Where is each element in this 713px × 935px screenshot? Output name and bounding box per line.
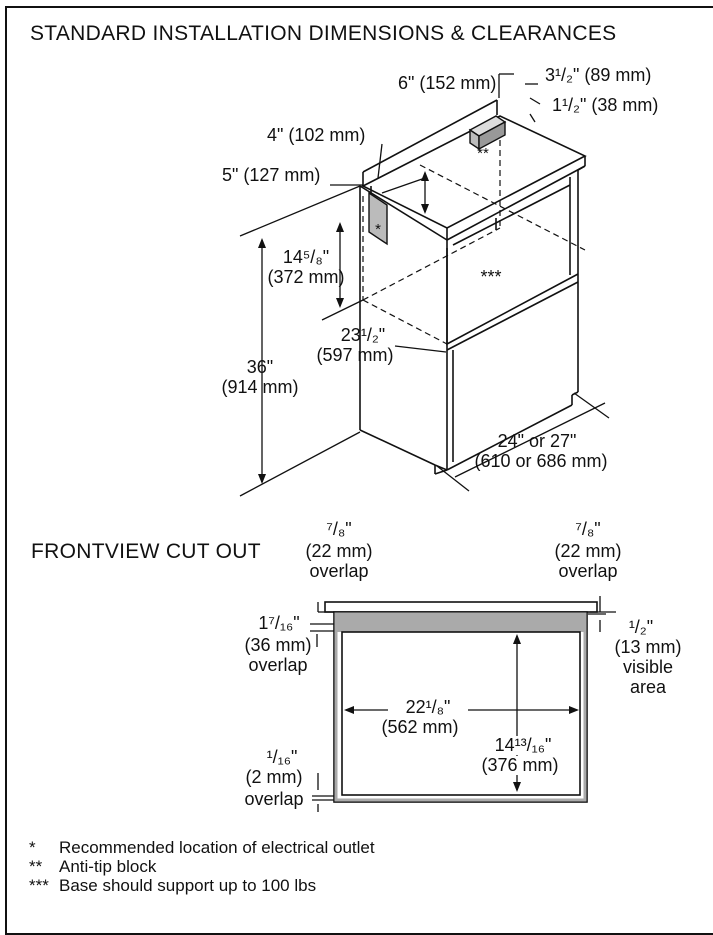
electrical-outlet-box: [368, 191, 388, 246]
dim-4-label: 4" (102 mm): [267, 125, 366, 145]
footnote-outlet: *Recommended location of electrical outl…: [29, 838, 375, 857]
left-overlap-in: ⁷/₈": [326, 519, 352, 539]
drawer-front: [446, 281, 579, 351]
dim-36-mm: (914 mm): [221, 377, 299, 397]
dim-24-27-mm: (610 or 686 mm): [474, 451, 608, 471]
width-mm: (562 mm): [381, 717, 459, 737]
bottom-mm: (2 mm): [245, 767, 303, 787]
height-mm: (376 mm): [470, 756, 570, 775]
right-overlap-word: overlap: [558, 561, 618, 581]
dim-23-half-label: 23¹/₂": [340, 325, 386, 345]
dim-5-label: 5" (127 mm): [222, 165, 321, 185]
overlap-band: [336, 614, 585, 632]
width-in: 22¹/₈": [388, 698, 468, 717]
title-frontview: FRONTVIEW CUT OUT: [31, 540, 261, 563]
visible-mm: (13 mm): [614, 637, 682, 657]
footnote-antitip: **Anti-tip block: [29, 857, 157, 876]
top-overlap-word: overlap: [248, 655, 308, 675]
dim-24-27-label: 24" or 27": [497, 431, 577, 451]
left-overlap-mm: (22 mm): [305, 541, 373, 561]
dim-36-label: 36": [246, 357, 274, 377]
title-main: STANDARD INSTALLATION DIMENSIONS & CLEAR…: [30, 22, 617, 45]
visible-word1: visible: [622, 657, 674, 677]
visible-area-frame: [334, 612, 587, 802]
right-overlap-mm: (22 mm): [554, 541, 622, 561]
dim-23-half-mm: (597 mm): [316, 345, 394, 365]
top-overlap-in: 1⁷/₁₆": [258, 613, 300, 633]
countertop-lip: [324, 601, 598, 613]
bottom-in: ¹/₁₆": [266, 747, 298, 767]
marker-base: ***: [480, 267, 502, 287]
footnote-base: ***Base should support up to 100 lbs: [29, 876, 317, 895]
visible-in: ¹/₂": [628, 617, 654, 637]
bottom-word: overlap: [244, 789, 304, 809]
right-overlap-in: ⁷/₈": [575, 519, 601, 539]
dim-3-half-label: 3¹/₂" (89 mm): [545, 65, 652, 85]
left-overlap-word: overlap: [309, 561, 369, 581]
dim-14-5-8-mm: (372 mm): [267, 267, 345, 287]
marker-antitip: **: [477, 145, 489, 162]
anti-tip-block: [468, 115, 507, 151]
dim-1-half-label: 1¹/₂" (38 mm): [552, 95, 659, 115]
dim-6-label: 6" (152 mm): [398, 73, 497, 93]
visible-word2: area: [629, 677, 667, 697]
dim-14-5-8-label: 14⁵/₈": [282, 247, 330, 267]
footnotes: *Recommended location of electrical outl…: [29, 838, 375, 895]
top-overlap-mm: (36 mm): [244, 635, 312, 655]
height-in: 14¹³/₁₆": [478, 736, 568, 755]
marker-outlet: *: [375, 221, 381, 238]
